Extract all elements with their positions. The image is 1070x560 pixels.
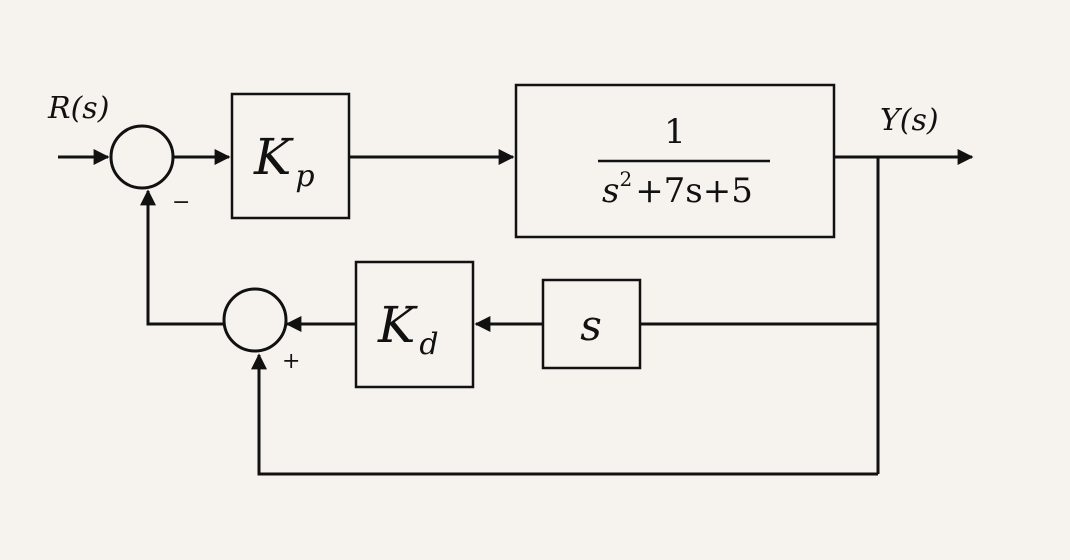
summing-junction-1 — [109, 124, 175, 190]
kp-subscript: p — [295, 159, 314, 194]
summing-junction-2 — [222, 287, 288, 353]
summer2-plus-sign: + — [282, 349, 300, 374]
kp-symbol: K — [253, 128, 294, 186]
plant-denominator-exponent: 2 — [619, 167, 632, 191]
summer2-to-summer1-path — [140, 189, 224, 326]
plant-denominator-s: s — [602, 171, 619, 211]
unity-feedback-path — [251, 353, 878, 476]
derivative-label: s — [580, 301, 602, 350]
plant-numerator: 1 — [664, 112, 686, 152]
kd-subscript: d — [419, 327, 438, 362]
kp-block — [230, 92, 351, 220]
derivative-block — [541, 278, 642, 370]
summer1-minus-sign: − — [172, 190, 190, 215]
input-label: R(s) — [47, 91, 109, 126]
kd-symbol: K — [377, 296, 418, 354]
plant-denominator: s2+7s+5 — [602, 167, 753, 211]
output-label: Y(s) — [880, 103, 939, 138]
plant-denominator-rest: +7s+5 — [635, 171, 753, 211]
